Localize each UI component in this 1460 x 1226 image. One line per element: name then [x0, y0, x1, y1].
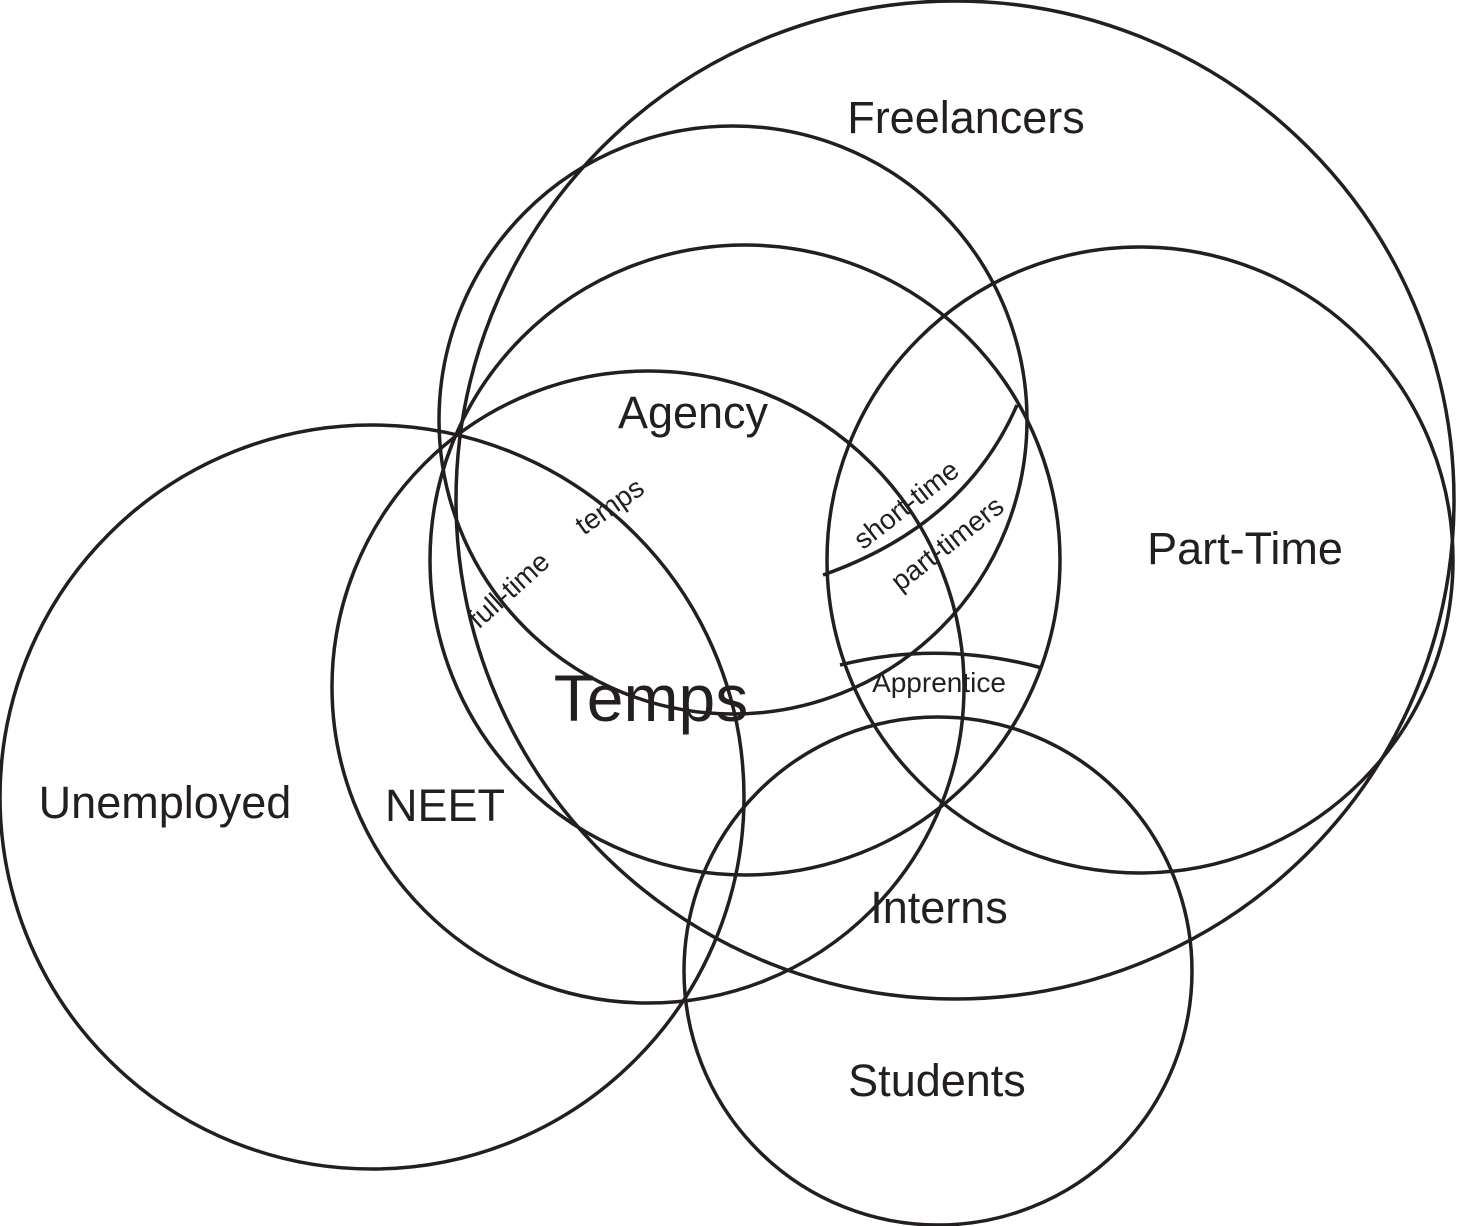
short-time-divider-arc [822, 404, 1019, 577]
unemployed-label: Unemployed [39, 777, 292, 828]
neet-circle [330, 369, 966, 1005]
neet-label: NEET [385, 780, 505, 831]
part-time-circle [825, 245, 1455, 875]
students-label: Students [848, 1055, 1026, 1106]
full-time-label: full-time [462, 546, 556, 635]
temps-circle [428, 243, 1062, 877]
agency-label: Agency [618, 387, 769, 438]
temps-small-label: temps [569, 472, 649, 541]
students-circle [682, 715, 1194, 1226]
temps-label: Temps [554, 661, 748, 735]
interns-label: Interns [870, 882, 1008, 933]
unemployed-circle [0, 423, 746, 1171]
apprentice-divider-arc [839, 651, 1043, 670]
freelancers-circle [454, 0, 1456, 1001]
apprentice-label: Apprentice [872, 667, 1006, 698]
part-time-label: Part-Time [1147, 523, 1343, 574]
freelancers-label: Freelancers [847, 92, 1085, 143]
